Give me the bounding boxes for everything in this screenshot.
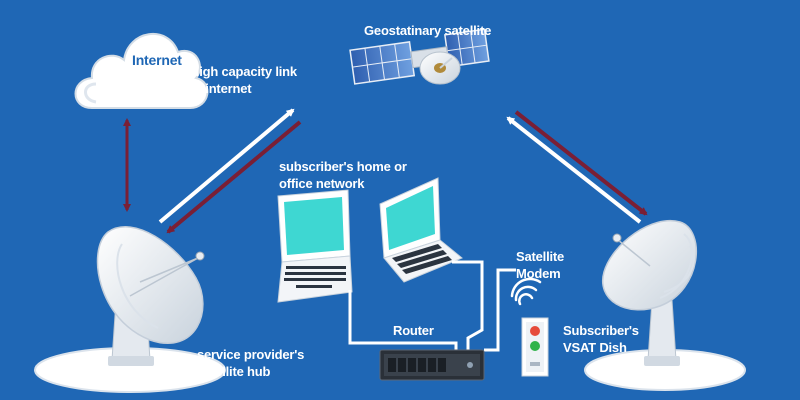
subscriber-dish-label: Subscriber's VSAT Dish bbox=[563, 322, 639, 356]
laptop-icon bbox=[379, 177, 463, 283]
modem-icon bbox=[521, 317, 549, 377]
subscriber-dish-line-2: VSAT Dish bbox=[563, 340, 627, 355]
service-provider-hub-line-2: satellite hub bbox=[197, 364, 271, 379]
high-capacity-link-line-2: to internet bbox=[190, 81, 252, 96]
subscriber-network-line-1: subscriber's home or bbox=[279, 159, 407, 174]
subscriber-uplink-arrow bbox=[506, 116, 642, 224]
geostationary-satellite-label: Geostatinary satellite bbox=[364, 22, 491, 39]
router-label: Router bbox=[393, 322, 434, 339]
satellite-modem-label: Satellite Modem bbox=[516, 248, 564, 282]
subscriber-downlink-arrow bbox=[514, 110, 648, 216]
subscriber-network-line-2: office network bbox=[279, 176, 365, 191]
wifi-icon bbox=[510, 277, 542, 306]
satellite-icon bbox=[349, 28, 490, 85]
satellite-modem-line-1: Satellite bbox=[516, 249, 565, 264]
subscriber-network-label: subscriber's home or office network bbox=[279, 158, 407, 192]
hub-dish-icon bbox=[34, 226, 226, 393]
subscriber-dish-line-1: Subscriber's bbox=[563, 323, 639, 338]
modem-led-red bbox=[530, 326, 540, 336]
internet-label-text: Internet bbox=[132, 52, 182, 68]
subscriber-dish-icon bbox=[584, 219, 746, 391]
high-capacity-link-label: High capacity link to internet bbox=[190, 63, 297, 97]
hub-uplink-arrow bbox=[158, 108, 295, 224]
hub-downlink-arrow bbox=[166, 120, 302, 234]
service-provider-hub-label: service provider's satellite hub bbox=[197, 346, 304, 380]
service-provider-hub-line-1: service provider's bbox=[197, 347, 305, 362]
router-icon bbox=[379, 349, 485, 381]
modem-led-green bbox=[530, 341, 540, 351]
router-label-text: Router bbox=[393, 323, 434, 338]
satellite-modem-line-2: Modem bbox=[516, 266, 561, 281]
geostationary-satellite-text: Geostatinary satellite bbox=[364, 23, 492, 38]
network-cable bbox=[348, 260, 516, 352]
cloud-icon bbox=[74, 32, 209, 109]
high-capacity-link-line-1: High capacity link bbox=[190, 64, 297, 79]
laptop-icon bbox=[277, 189, 353, 303]
internet-label: Internet bbox=[132, 52, 182, 69]
